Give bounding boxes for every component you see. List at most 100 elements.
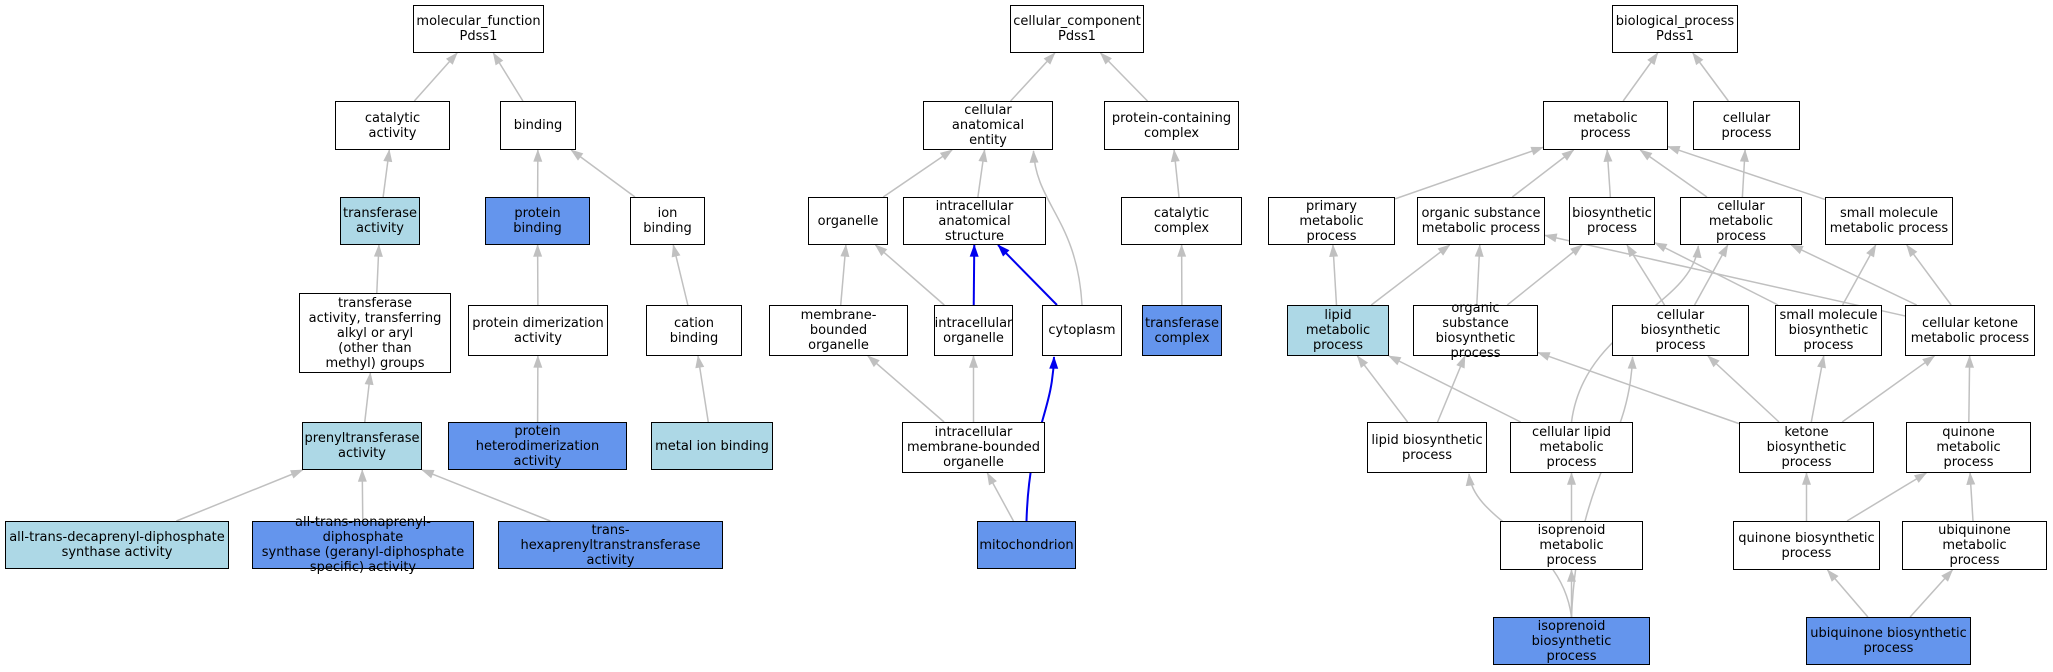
edge-cytoplasm-to-intra-anat [997, 244, 1058, 306]
edge-cellular-proc-to-bp-root [1692, 52, 1729, 102]
node-mitochondrion[interactable]: mitochondrion [977, 521, 1076, 569]
edge-isoprenoid-bio-to-cell-bio [1570, 356, 1637, 618]
node-biosynthetic[interactable]: biosynthetic process [1569, 197, 1655, 245]
node-isoprenoid-bio[interactable]: isoprenoid biosynthetic process [1493, 617, 1650, 665]
edge-ion-binding-to-binding [570, 149, 636, 198]
edge-prot-complex-to-cc-root [1099, 52, 1149, 102]
node-ubiquinone-bio[interactable]: ubiquinone biosynthetic process [1806, 617, 1971, 665]
node-cat-complex[interactable]: catalytic complex [1121, 197, 1242, 245]
node-ion-binding[interactable]: ion binding [630, 197, 705, 245]
node-ubiquinone-met[interactable]: ubiquinone metabolic process [1902, 521, 2047, 570]
node-primary-met[interactable]: primary metabolic process [1268, 197, 1395, 245]
node-transf-complex[interactable]: transferase complex [1142, 305, 1222, 356]
edge-intra-organelle-to-organelle [874, 244, 945, 306]
node-quinone-bio[interactable]: quinone biosynthetic process [1733, 521, 1880, 570]
node-cell-ketone[interactable]: cellular ketone metabolic process [1905, 305, 2035, 356]
node-cellular-proc[interactable]: cellular process [1693, 101, 1800, 150]
edge-ketone-bio-to-org-sub-bio [1537, 351, 1740, 425]
node-quinone-met[interactable]: quinone metabolic process [1906, 422, 2031, 473]
node-cation-binding[interactable]: cation binding [646, 305, 742, 356]
edge-lipid-met-to-org-sub-met [1370, 244, 1451, 306]
edge-cytoplasm-to-cell-anat [1029, 150, 1083, 306]
node-intra-anat[interactable]: intracellular anatomical structure [903, 197, 1046, 245]
node-organelle[interactable]: organelle [808, 197, 888, 245]
edge-intra-organelle-to-intra-anat [969, 244, 979, 306]
node-nonaprenyl[interactable]: all-trans-nonaprenyl-diphosphate synthas… [252, 515, 474, 575]
edge-cation-binding-to-ion-binding [671, 244, 689, 306]
node-org-sub-bio[interactable]: organic substance biosynthetic process [1413, 301, 1538, 361]
edge-lipid-bio-to-org-sub-bio [1436, 355, 1466, 423]
node-cytoplasm[interactable]: cytoplasm [1042, 305, 1122, 356]
edge-binding-to-mf-root [492, 52, 524, 102]
node-decaprenyl[interactable]: all-trans-decaprenyl-diphosphate synthas… [5, 521, 229, 569]
node-prenyltrans[interactable]: prenyltransferase activity [302, 422, 422, 470]
edge-cell-anat-to-cc-root [1010, 52, 1056, 102]
edge-small-mol-bio-to-small-mol-met [1841, 244, 1877, 306]
edge-intra-anat-to-cell-anat [977, 149, 988, 198]
node-catalytic[interactable]: catalytic activity [335, 101, 450, 150]
edge-cell-bio-to-biosynthetic [1626, 244, 1666, 306]
node-metal-ion[interactable]: metal ion binding [651, 422, 773, 470]
edge-decaprenyl-to-prenyltrans [176, 469, 304, 522]
edge-cat-complex-to-prot-complex [1170, 149, 1180, 198]
edge-ketone-bio-to-cell-ketone [1841, 355, 1936, 423]
edge-quinone-met-to-cell-ketone [1965, 355, 1975, 423]
edge-ubiquinone-bio-to-quinone-bio [1826, 569, 1869, 618]
node-bp-root[interactable]: biological_process Pdss1 [1612, 5, 1738, 53]
node-isoprenoid-met[interactable]: isoprenoid metabolic process [1500, 521, 1643, 570]
edge-biosynthetic-to-metabolic [1603, 149, 1613, 198]
node-mf-root[interactable]: molecular_function Pdss1 [413, 5, 544, 53]
edge-lipid-bio-to-lipid-met [1356, 355, 1409, 423]
edge-ketone-bio-to-small-mol-bio [1810, 355, 1826, 423]
edge-intra-memb-org-to-memb-organelle [867, 355, 945, 423]
edge-ubiquinone-bio-to-ubiquinone-met [1909, 569, 1954, 618]
node-org-sub-met[interactable]: organic substance metabolic process [1417, 197, 1545, 245]
node-hexaprenyl[interactable]: trans-hexaprenyltranstransferase activit… [498, 521, 723, 569]
node-cell-anat[interactable]: cellular anatomical entity [923, 101, 1053, 150]
edge-transf-alkyl-to-transferase [373, 244, 383, 294]
node-small-mol-bio[interactable]: small molecule biosynthetic process [1775, 305, 1882, 356]
node-transf-alkyl[interactable]: transferase activity, transferring alkyl… [299, 293, 451, 373]
node-memb-organelle[interactable]: membrane-bounded organelle [769, 305, 908, 356]
node-cc-root[interactable]: cellular_component Pdss1 [1010, 5, 1144, 53]
edge-hexaprenyl-to-prenyltrans [421, 469, 551, 522]
node-prot-complex[interactable]: protein-containing complex [1104, 101, 1239, 150]
edge-cell-ketone-to-small-mol-met [1906, 244, 1952, 306]
node-prot-dimer[interactable]: protein dimerization activity [468, 305, 608, 356]
edge-cell-ketone-to-org-sub-met [1544, 233, 1906, 317]
node-intra-memb-org[interactable]: intracellular membrane-bounded organelle [902, 422, 1045, 473]
node-prot-hetero[interactable]: protein heterodimerization activity [448, 422, 627, 470]
node-ketone-bio[interactable]: ketone biosynthetic process [1739, 422, 1874, 473]
node-binding[interactable]: binding [500, 101, 576, 150]
node-cell-met[interactable]: cellular metabolic process [1680, 197, 1802, 245]
node-lipid-met[interactable]: lipid metabolic process [1287, 305, 1389, 356]
edge-small-mol-met-to-metabolic [1667, 145, 1826, 201]
edge-metabolic-to-bp-root [1622, 52, 1659, 102]
node-metabolic[interactable]: metabolic process [1543, 101, 1668, 150]
edge-catalytic-to-mf-root [413, 52, 458, 102]
edge-cell-bio-to-cell-met [1693, 244, 1729, 306]
edge-ubiquinone-met-to-quinone-met [1966, 472, 1976, 522]
edge-org-sub-bio-to-org-sub-met [1474, 244, 1484, 306]
edge-cell-lipid-to-lipid-met [1388, 355, 1521, 423]
edge-org-sub-bio-to-biosynthetic [1506, 244, 1583, 306]
node-protein-binding[interactable]: protein binding [485, 197, 590, 245]
node-cell-lipid[interactable]: cellular lipid metabolic process [1510, 422, 1633, 473]
node-small-mol-met[interactable]: small molecule metabolic process [1825, 197, 1953, 245]
edge-org-sub-met-to-metabolic [1511, 149, 1575, 198]
edge-organelle-to-cell-anat [882, 149, 953, 198]
node-cell-bio[interactable]: cellular biosynthetic process [1612, 305, 1749, 356]
edge-mitochondrion-to-intra-memb-org [986, 472, 1015, 522]
node-intra-organelle[interactable]: intracellular organelle [934, 305, 1013, 356]
edge-lipid-met-to-primary-met [1329, 244, 1339, 306]
edge-memb-organelle-to-organelle [839, 244, 850, 306]
edge-transferase-to-catalytic [382, 149, 393, 198]
edge-quinone-bio-to-quinone-met [1846, 472, 1928, 522]
edge-cell-met-to-metabolic [1639, 149, 1708, 198]
node-transferase[interactable]: transferase activity [340, 197, 420, 245]
node-lipid-bio[interactable]: lipid biosynthetic process [1367, 422, 1487, 473]
edge-cell-met-to-cellular-proc [1739, 149, 1749, 198]
edge-metal-ion-to-cation-binding [695, 355, 710, 423]
